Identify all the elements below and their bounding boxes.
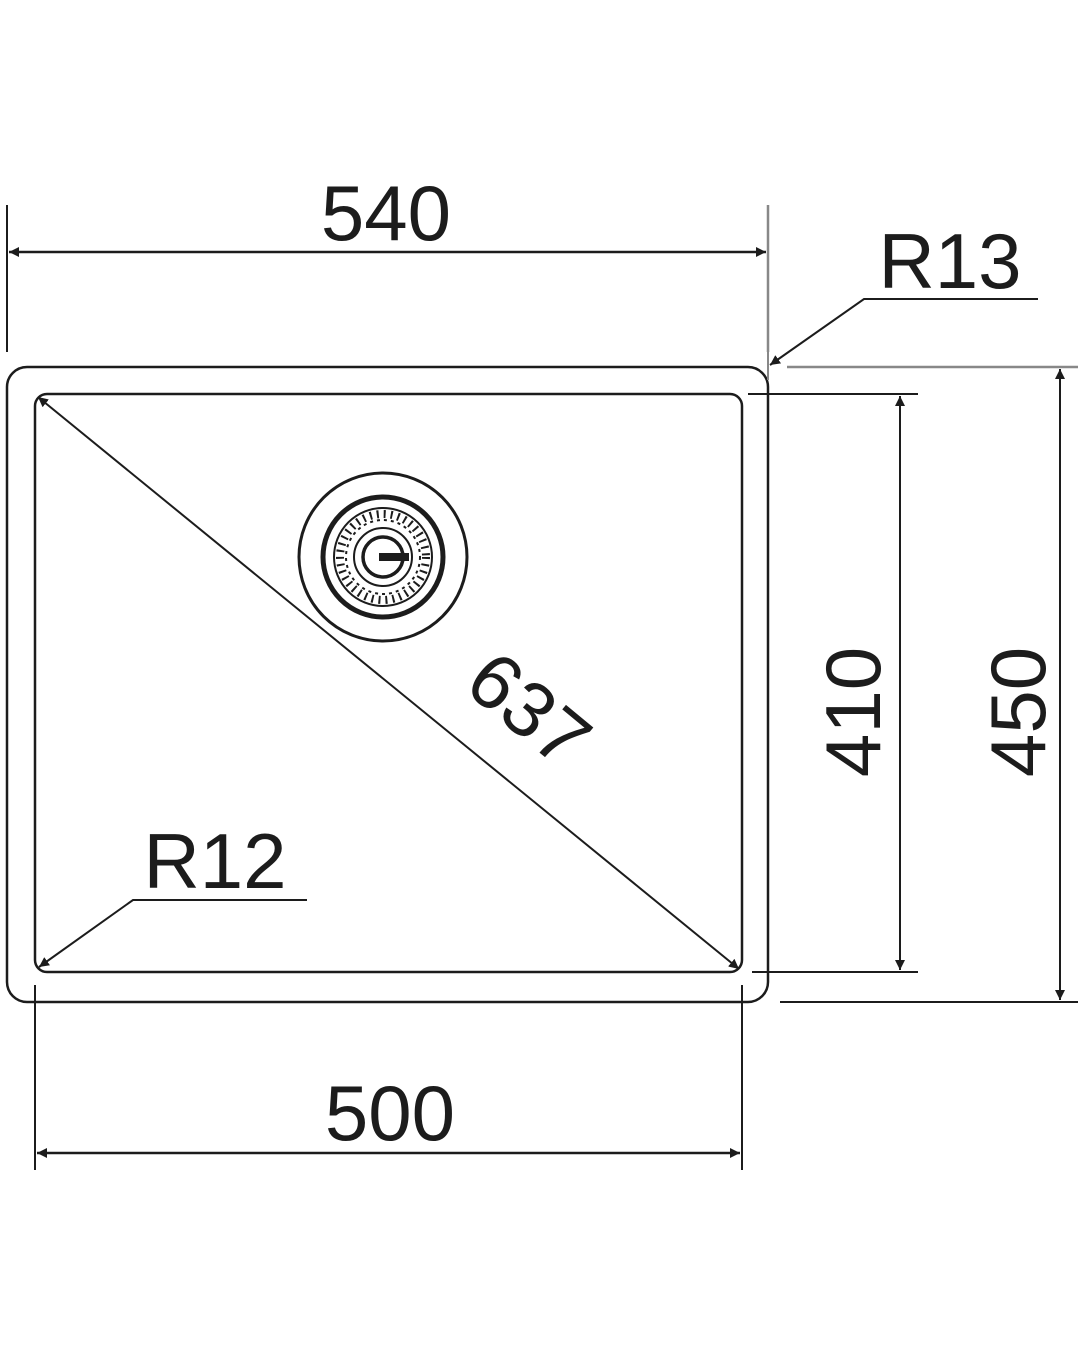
leader-line-r12: [38, 899, 307, 968]
leader-line-r13: [769, 298, 1038, 366]
dimension-label-410: 410: [809, 647, 897, 777]
sink-outer-outline: [5, 365, 770, 1004]
dimension-label-500: 500: [325, 1069, 455, 1157]
strainer-waste-icon: [297, 471, 469, 643]
dimension-label-540: 540: [321, 169, 451, 257]
dimension-label-r13: R13: [878, 217, 1021, 305]
sink-bowl-outline: [33, 392, 744, 974]
dimension-label-r12: R12: [143, 817, 286, 905]
dimension-label-450: 450: [974, 647, 1062, 777]
dimension-label-637: 637: [451, 634, 607, 785]
dimension-line-637: [37, 396, 740, 970]
